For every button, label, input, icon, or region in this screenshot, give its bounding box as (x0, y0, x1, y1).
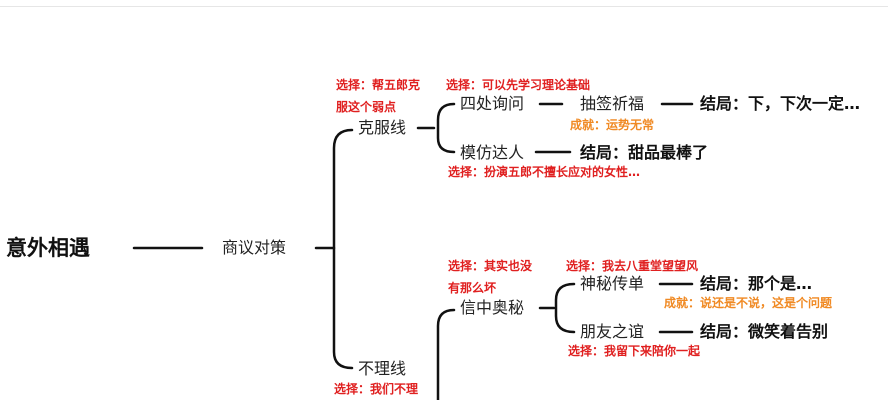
a-sub2-choice: 选择：扮演五郎不擅长应对的女性… (448, 165, 641, 179)
node-level1[interactable]: 商议对策 (222, 238, 287, 257)
b-c1-result[interactable]: 结局：那个是… (700, 274, 813, 293)
node-b-sub1[interactable]: 信中奥秘 (460, 298, 525, 317)
brace-branch-b (436, 308, 456, 400)
node-a-sub1-child[interactable]: 抽签祈福 (580, 94, 645, 113)
brace-branch-a (436, 102, 456, 154)
node-branch-b[interactable]: 不理线 (358, 359, 407, 378)
root-node[interactable]: 意外相遇 (6, 236, 90, 260)
b-c1-choice: 选择：我去八重堂望望风 (566, 259, 699, 273)
b-sub1-choice-line2: 有那么坏 (448, 281, 497, 295)
node-b-c2[interactable]: 朋友之谊 (580, 322, 645, 341)
node-b-c1[interactable]: 神秘传单 (580, 274, 645, 293)
a-sub1-achievement: 成就：运势无常 (570, 118, 655, 132)
branch-a-choice-line2: 服这个弱点 (336, 100, 397, 114)
b-c2-choice: 选择：我留下来陪你一起 (568, 344, 701, 358)
brace-b-sub1 (554, 282, 576, 334)
a-sub1-choice: 选择：可以先学习理论基础 (446, 78, 591, 92)
branch-a-choice-line1: 选择：帮五郎克 (336, 78, 421, 92)
node-branch-a[interactable]: 克服线 (358, 118, 407, 137)
a-sub2-result[interactable]: 结局：甜品最棒了 (580, 143, 709, 162)
top-divider (0, 6, 888, 7)
node-a-sub2[interactable]: 模仿达人 (460, 143, 525, 162)
brace-main (332, 128, 354, 370)
b-c2-result[interactable]: 结局：微笑着告别 (700, 322, 829, 341)
a-sub1-result[interactable]: 结局：下，下次一定… (700, 94, 861, 113)
b-c1-achievement: 成就：说还是不说，这是个问题 (664, 296, 833, 310)
b-sub1-choice-line1: 选择：其实也没 (448, 259, 533, 273)
node-a-sub1[interactable]: 四处询问 (460, 94, 525, 113)
branch-b-choice: 选择：我们不理 (334, 382, 419, 396)
